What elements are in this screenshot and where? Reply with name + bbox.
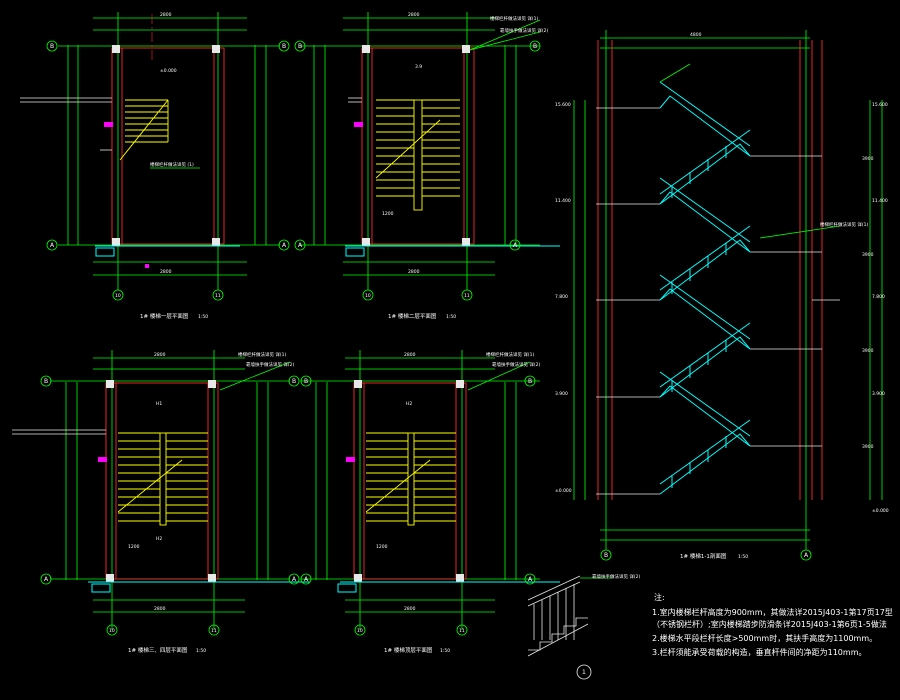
dim-plan-width-8: 2800 <box>404 606 416 612</box>
elev-right-1: 11.400 <box>872 198 888 204</box>
dim-flight-width-3: 1200 <box>376 544 388 550</box>
axis-label-b-8: B <box>528 378 532 385</box>
axis-label-b-1: B <box>50 43 54 50</box>
axis-label-a-6: A <box>292 576 297 583</box>
dim-floor-height-3: 3900 <box>862 348 874 354</box>
svg-text:H2: H2 <box>156 536 162 542</box>
dim-plan-width-5: 2800 <box>160 269 172 275</box>
dim-flight-width-2: 1200 <box>128 544 140 550</box>
axis-col-1a: 10 <box>115 293 121 299</box>
elev-left-1: 11.400 <box>555 198 571 204</box>
svg-text:H2: H2 <box>406 401 412 407</box>
axis-col-1d: 10 <box>357 628 363 634</box>
plan-title-4: 1# 楼梯顶层平面图 <box>384 646 433 654</box>
axis-label-b-3: B <box>298 43 302 50</box>
section-scale: 1:50 <box>738 554 748 560</box>
dim-plan-width-1: 2800 <box>160 12 172 18</box>
detail-bubble-label: 1 <box>582 669 586 676</box>
axis-label-a-9: A <box>804 552 809 559</box>
dim-plan-width-2: 2800 <box>408 12 420 18</box>
dim-floor-height-1: 3900 <box>862 156 874 162</box>
axis-col-1b: 10 <box>365 293 371 299</box>
callout-balustrade-3: 楼梯栏杆做法详见 详(1) <box>486 351 535 358</box>
dim-floor-height-4: 3900 <box>862 444 874 450</box>
axis-label-a-7: A <box>304 576 309 583</box>
dim-plan-width-3: 2800 <box>154 352 166 358</box>
plan-1-first-floor: 楼梯栏杆做法详见 (1) ±0.000 <box>20 12 280 290</box>
elev-right-0: 15.600 <box>872 102 888 108</box>
axis-label-b-5: B <box>44 378 48 385</box>
axis-label-a-8: A <box>528 576 533 583</box>
elev-right-2: 7.800 <box>872 294 885 300</box>
plan-2-second-floor: 3.9 <box>300 12 560 290</box>
notes-line-4: 3.栏杆须能承受荷载的构造，垂直杆件间的净距为110mm。 <box>652 647 867 657</box>
plan-4-top-floor: H2 <box>300 350 560 630</box>
plan-title-1: 1# 楼梯一层平面图 <box>140 312 189 320</box>
axis-col-2a: 11 <box>215 293 221 299</box>
axis-label-a-1: A <box>50 242 55 249</box>
dim-plan-width-7: 2800 <box>154 606 166 612</box>
axis-label-b-9: B <box>604 552 608 559</box>
plan-3-third-fourth-floor: H1 H2 <box>12 350 310 630</box>
plan-title-3: 1# 楼梯三、四层平面图 <box>128 646 188 654</box>
svg-text:±0.000: ±0.000 <box>160 68 177 74</box>
notes-heading: 注: <box>654 592 665 602</box>
elev-left-4: ±0.000 <box>555 488 572 494</box>
elev-left-3: 3.900 <box>555 391 568 397</box>
axis-label-a-5: A <box>44 576 49 583</box>
axis-col-2d: 11 <box>459 628 465 634</box>
notes-line-2: （不锈钢栏杆）;室内楼梯踏步防滑条详2015J403-1第6页1-5做法 <box>652 619 887 629</box>
axis-label-b-7: B <box>304 378 308 385</box>
dim-plan-width-6: 2800 <box>408 269 420 275</box>
svg-text:H1: H1 <box>156 401 162 407</box>
axis-label-b-4: B <box>533 43 537 50</box>
callout-handrail-2: 靠墙扶手做法详见 详(2) <box>246 361 295 368</box>
elev-right-3: 3.900 <box>872 391 885 397</box>
detail-1-railing <box>527 575 612 657</box>
callout-handrail-3: 靠墙扶手做法详见 详(2) <box>492 361 541 368</box>
axis-bubbles <box>40 40 812 680</box>
elev-left-0: 15.600 <box>555 102 571 108</box>
callout-handrail-1: 靠墙扶手做法详见 详(2) <box>500 27 549 34</box>
section-title: 1# 楼梯1-1剖面图 <box>680 552 727 560</box>
axis-col-1c: 10 <box>109 628 115 634</box>
plan-scale-2: 1:50 <box>446 314 456 320</box>
callout-handrail-4: 靠墙扶手做法详见 详(2) <box>592 573 641 580</box>
axis-label-b-6: B <box>292 378 296 385</box>
notes-line-1: 1.室内楼梯栏杆高度为900mm，其做法详2015J403-1第17页17型 <box>652 607 893 617</box>
axis-label-a-2: A <box>282 242 287 249</box>
callout-balustrade-2: 楼梯栏杆做法详见 详(1) <box>238 351 287 358</box>
section-1-1 <box>573 30 883 550</box>
dim-plan-width-4: 2800 <box>404 352 416 358</box>
plan-title-2: 1# 楼梯二层平面图 <box>388 312 437 320</box>
dim-floor-height-2: 3900 <box>862 252 874 258</box>
callout-balustrade-4: 楼梯栏杆做法详见 详(1) <box>820 221 869 228</box>
dim-section-width: 4800 <box>690 32 702 38</box>
svg-text:楼梯栏杆做法详见 (1): 楼梯栏杆做法详见 (1) <box>150 161 194 168</box>
axis-label-b-2: B <box>282 43 286 50</box>
axis-label-a-4: A <box>513 242 518 249</box>
callout-balustrade-1: 楼梯栏杆做法详见 详(1) <box>490 15 539 22</box>
axis-col-2b: 11 <box>464 293 470 299</box>
text-layer: 1# 楼梯一层平面图 1# 楼梯二层平面图 1# 楼梯三、四层平面图 1# 楼梯… <box>44 12 893 676</box>
elev-left-2: 7.800 <box>555 294 568 300</box>
axis-label-a-3: A <box>298 242 303 249</box>
svg-text:3.9: 3.9 <box>415 64 422 70</box>
elev-right-4: ±0.000 <box>872 508 889 514</box>
axis-col-2c: 11 <box>211 628 217 634</box>
dim-flight-width-1: 1200 <box>382 211 394 217</box>
notes-line-3: 2.楼梯水平段栏杆长度>500mm时，其扶手高度为1100mm。 <box>652 633 877 643</box>
plan-scale-4: 1:50 <box>440 648 450 654</box>
plan-scale-1: 1:50 <box>198 314 208 320</box>
plan-scale-3: 1:50 <box>196 648 206 654</box>
